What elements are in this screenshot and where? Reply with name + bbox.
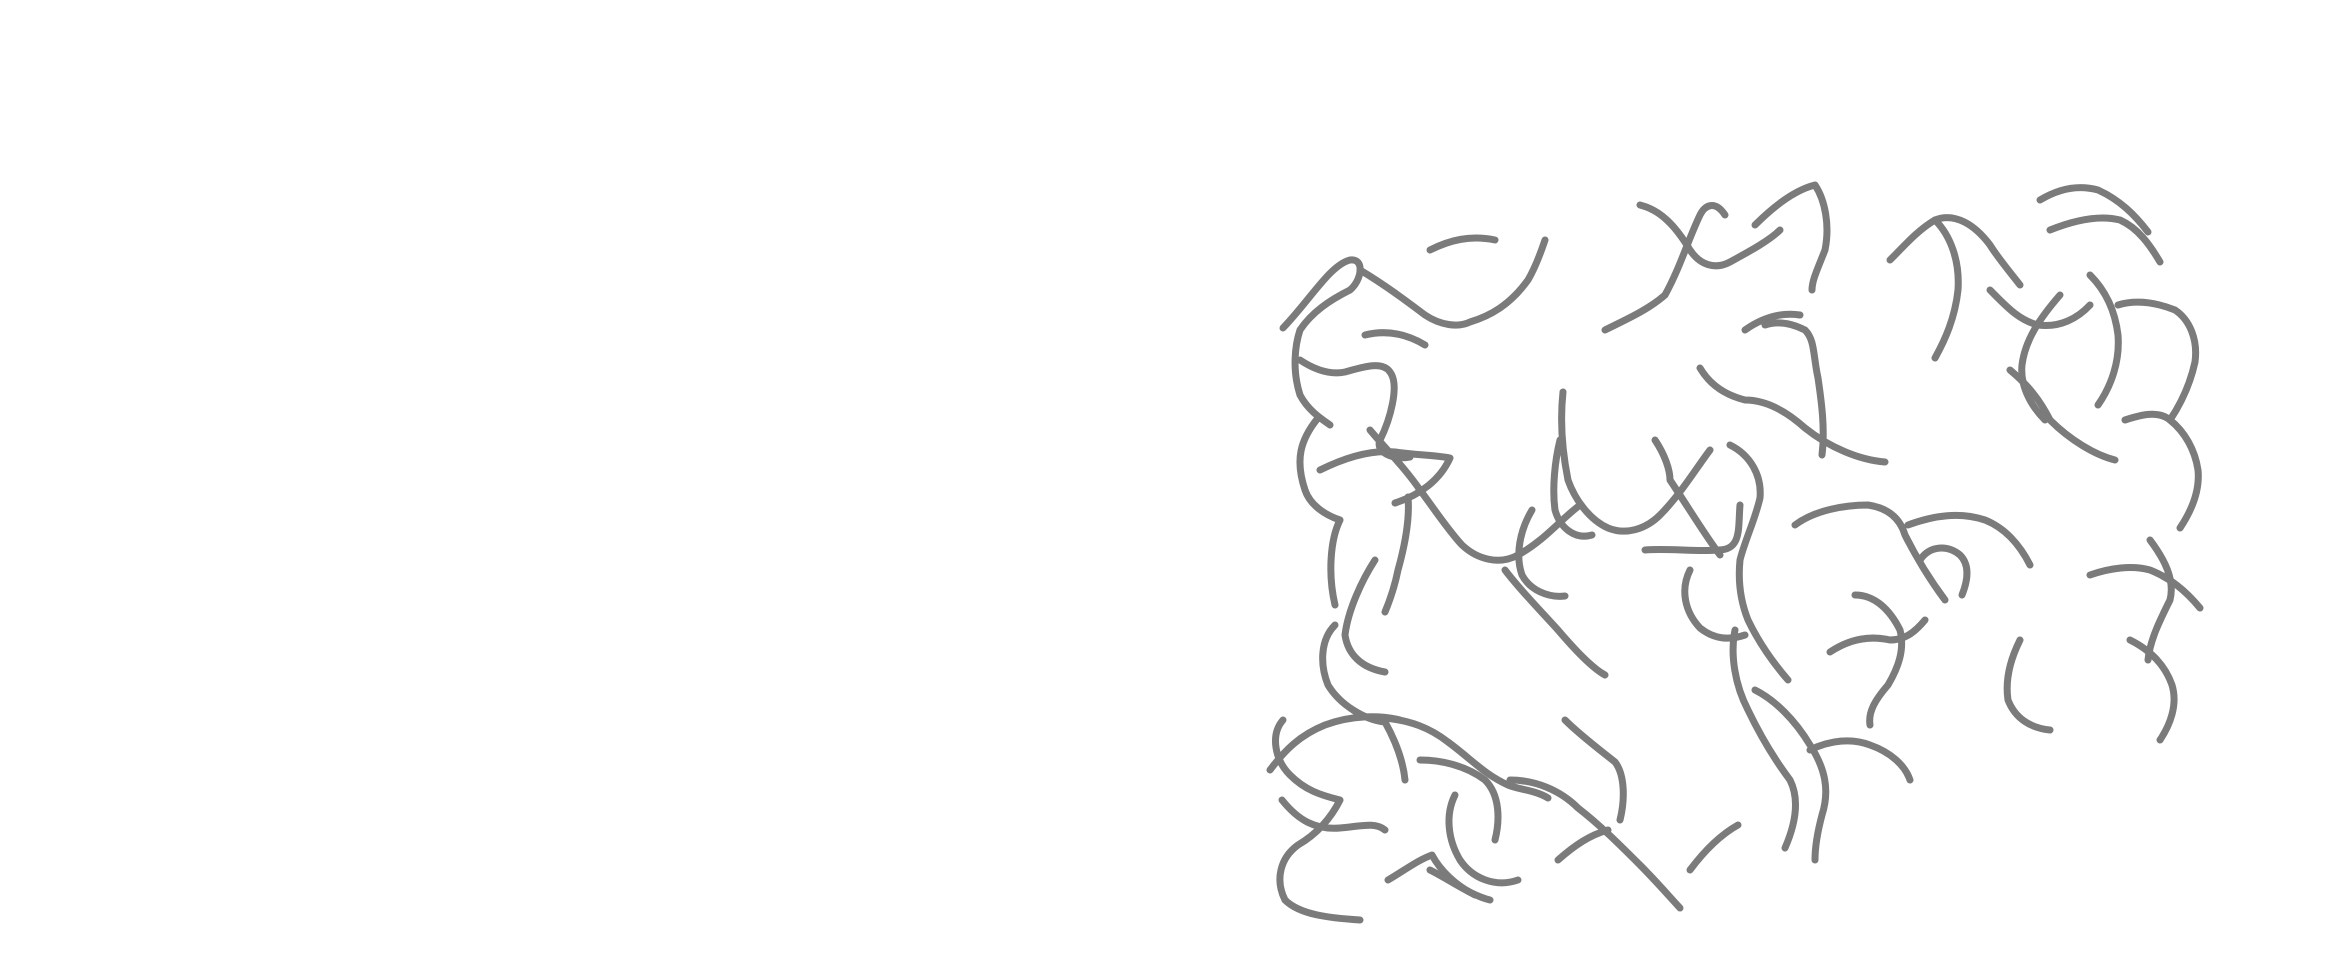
scribble-stroke <box>1601 202 1729 334</box>
scribble-stroke <box>1341 556 1389 676</box>
scribble-stroke <box>1366 426 1584 564</box>
scribble-stroke <box>1426 866 1494 904</box>
scribble-stroke <box>2114 298 2200 424</box>
scribble-stroke <box>1445 791 1522 887</box>
scribble-stroke <box>1426 234 1499 254</box>
scribble-stroke <box>2036 184 2152 236</box>
scribble-stroke <box>1266 713 1404 774</box>
scribble-stroke <box>1904 512 2034 569</box>
scribble-stroke <box>1272 716 1364 924</box>
scribble-stroke <box>1696 364 1889 466</box>
scribble-stroke <box>1506 776 1684 912</box>
scribble-stroke <box>1641 501 1744 555</box>
scribble-stroke <box>1361 329 1429 349</box>
scribble-stroke <box>2121 410 2202 532</box>
scribble-stroke <box>1751 686 1830 864</box>
scribble-stroke <box>1356 236 1549 329</box>
scribble-stroke <box>1826 616 1929 656</box>
scribble-stroke <box>1296 414 1344 609</box>
scribble-stroke <box>1550 436 1596 540</box>
scribble-stroke <box>2006 366 2119 464</box>
scribble-stroke <box>1279 256 1364 429</box>
scribble-stroke <box>1381 493 1412 616</box>
scribble-stroke <box>1916 544 1971 599</box>
scribble-stroke <box>2126 636 2178 744</box>
scribble-stroke <box>1931 216 1962 362</box>
scribble-stroke <box>1729 626 1799 852</box>
scribble-stroke <box>1296 356 1414 462</box>
scribble-stroke <box>2086 271 2122 409</box>
pink-blob <box>1906 604 1972 712</box>
scribble-stroke <box>1741 310 1804 334</box>
scribble-stroke <box>1416 756 1502 844</box>
scribble-stroke <box>1726 441 1792 684</box>
scribble-stroke <box>1316 448 1454 507</box>
scribble-stroke <box>1278 796 1389 834</box>
scribble-stroke <box>1791 501 1949 604</box>
scribble-stroke <box>1806 737 1914 784</box>
scribble-stroke <box>1554 826 1612 864</box>
scribble-stroke <box>1761 319 1827 459</box>
scribble-stroke <box>1501 566 1609 679</box>
scribble-stroke <box>1651 436 1724 559</box>
scribble-stroke <box>2144 536 2175 664</box>
scribble-stroke <box>1515 506 1569 600</box>
scribble-stroke <box>1751 181 1831 294</box>
scribble-stroke <box>1886 214 2024 289</box>
scribble-stroke <box>1319 621 1409 784</box>
scribble-stroke <box>2086 564 2204 612</box>
scribble-stroke <box>1379 714 1552 802</box>
scribble-stroke <box>1686 821 1742 874</box>
scribble-stroke <box>2046 214 2164 266</box>
scribble-stroke <box>2003 636 2054 734</box>
scribble-stroke <box>1851 591 1906 729</box>
scribble-stroke <box>1561 716 1627 824</box>
scribble-stroke <box>1636 201 1784 270</box>
scribble-stroke <box>2018 291 2064 424</box>
